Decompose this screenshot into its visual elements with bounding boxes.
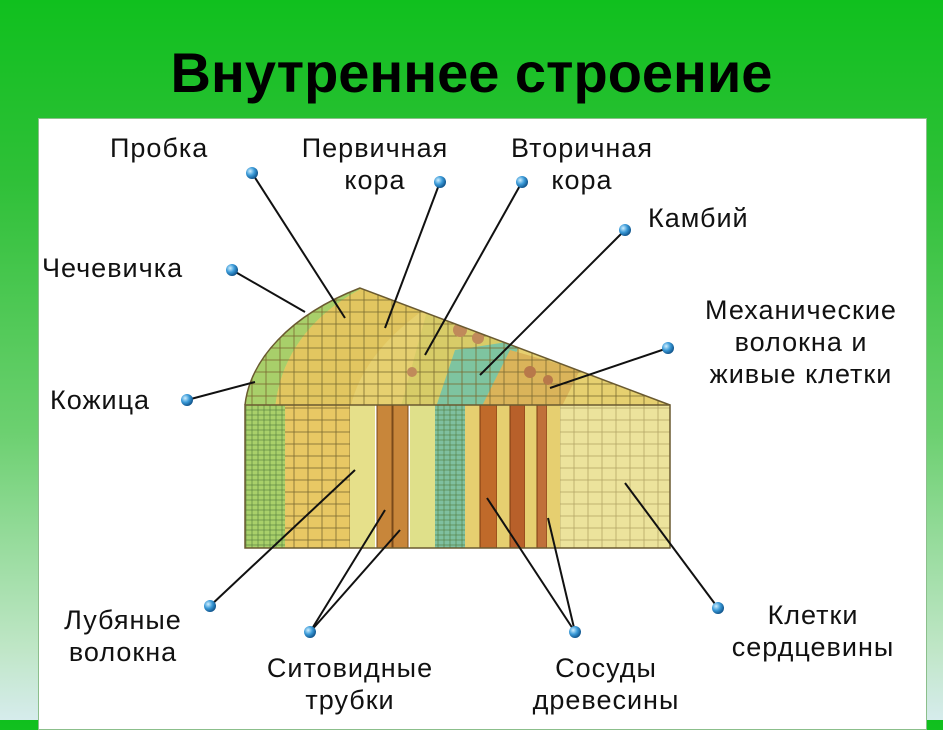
label-line: кора (551, 165, 613, 195)
label-wood-vessels: Сосуды древесины (512, 652, 700, 716)
label-line: Механические (705, 295, 897, 325)
label-line: кора (344, 165, 406, 195)
marker-dot (662, 342, 674, 354)
label-sieve-tubes: Ситовидные трубки (245, 652, 455, 716)
label-markers (181, 167, 724, 638)
leader-lines (186, 172, 719, 633)
label-bast-fibers: Лубяные волокна (48, 604, 198, 668)
label-line: Ситовидные (266, 653, 434, 683)
marker-dot (712, 602, 724, 614)
marker-dot (246, 167, 258, 179)
label-line: Лубяные (64, 605, 182, 635)
label-line: Клетки (767, 600, 859, 630)
marker-dot (569, 626, 581, 638)
label-cambium: Камбий (648, 203, 749, 233)
marker-dot (304, 626, 316, 638)
label-primary-cortex: Первичная кора (283, 132, 467, 196)
marker-dot (204, 600, 216, 612)
label-line: живые клетки (709, 359, 893, 389)
label-line: Первичная (301, 133, 449, 163)
marker-dot (516, 176, 528, 188)
label-line: сердцевины (731, 632, 895, 662)
label-secondary-cortex: Вторичная кора (492, 132, 672, 196)
label-pith-cells: Клетки сердцевины (710, 599, 916, 663)
label-probka: Пробка (110, 133, 209, 163)
label-line: Сосуды (555, 653, 657, 683)
marker-dot (434, 176, 446, 188)
marker-dot (226, 264, 238, 276)
label-line: трубки (305, 685, 395, 715)
front-face (244, 404, 671, 549)
label-line: древесины (532, 685, 680, 715)
label-mechanical-fibers: Механические волокна и живые клетки (680, 294, 922, 390)
label-line: волокна и (734, 327, 868, 357)
marker-dot (619, 224, 631, 236)
label-lenticel: Чечевичка (42, 253, 184, 283)
wedge-top (245, 288, 670, 405)
label-epidermis: Кожица (50, 385, 151, 415)
marker-dot (181, 394, 193, 406)
label-line: Вторичная (511, 133, 653, 163)
slide-title: Внутреннее строение (170, 41, 773, 104)
label-line: волокна (68, 637, 178, 667)
